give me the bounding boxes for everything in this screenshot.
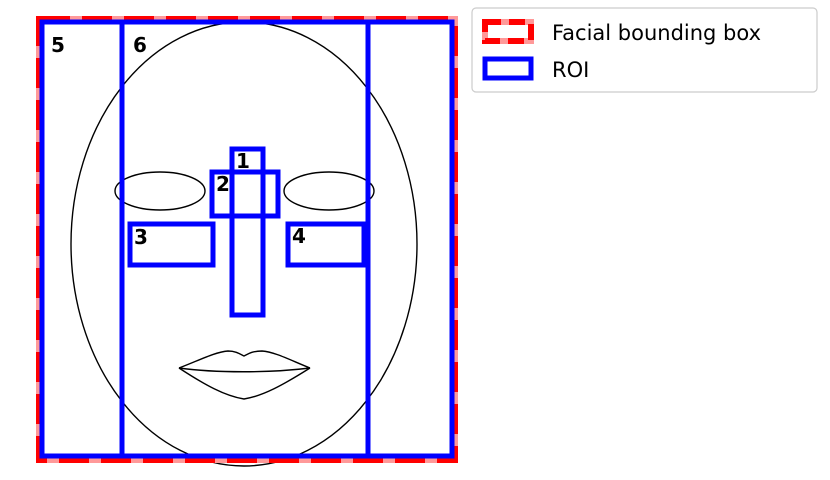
roi-label-3: 3 <box>134 225 148 249</box>
facial-bounding-box <box>36 16 458 463</box>
roi-1-box <box>229 146 266 318</box>
legend-roi-label: ROI <box>552 58 589 82</box>
roi-label-4: 4 <box>292 224 306 248</box>
legend-facial-box-label: Facial bounding box <box>552 21 761 45</box>
left-eye <box>114 171 206 211</box>
legend: Facial bounding box ROI <box>471 7 818 93</box>
roi-5-box <box>39 19 455 459</box>
roi-boxes <box>39 19 455 459</box>
roi-3-box <box>127 221 216 268</box>
roi-6-box <box>119 19 371 459</box>
roi-label-5: 5 <box>51 33 65 57</box>
right-eye <box>283 171 375 211</box>
roi-label-6: 6 <box>133 33 147 57</box>
mouth <box>178 350 311 400</box>
roi-labels: 1 2 3 4 5 6 <box>51 33 306 249</box>
legend-facial-box-swatch <box>482 19 534 44</box>
roi-label-2: 2 <box>216 172 230 196</box>
roi-4-box <box>285 221 367 268</box>
legend-roi-swatch <box>482 56 534 81</box>
roi-2-box <box>209 169 281 219</box>
legend-frame <box>471 7 818 93</box>
roi-label-1: 1 <box>236 149 250 173</box>
